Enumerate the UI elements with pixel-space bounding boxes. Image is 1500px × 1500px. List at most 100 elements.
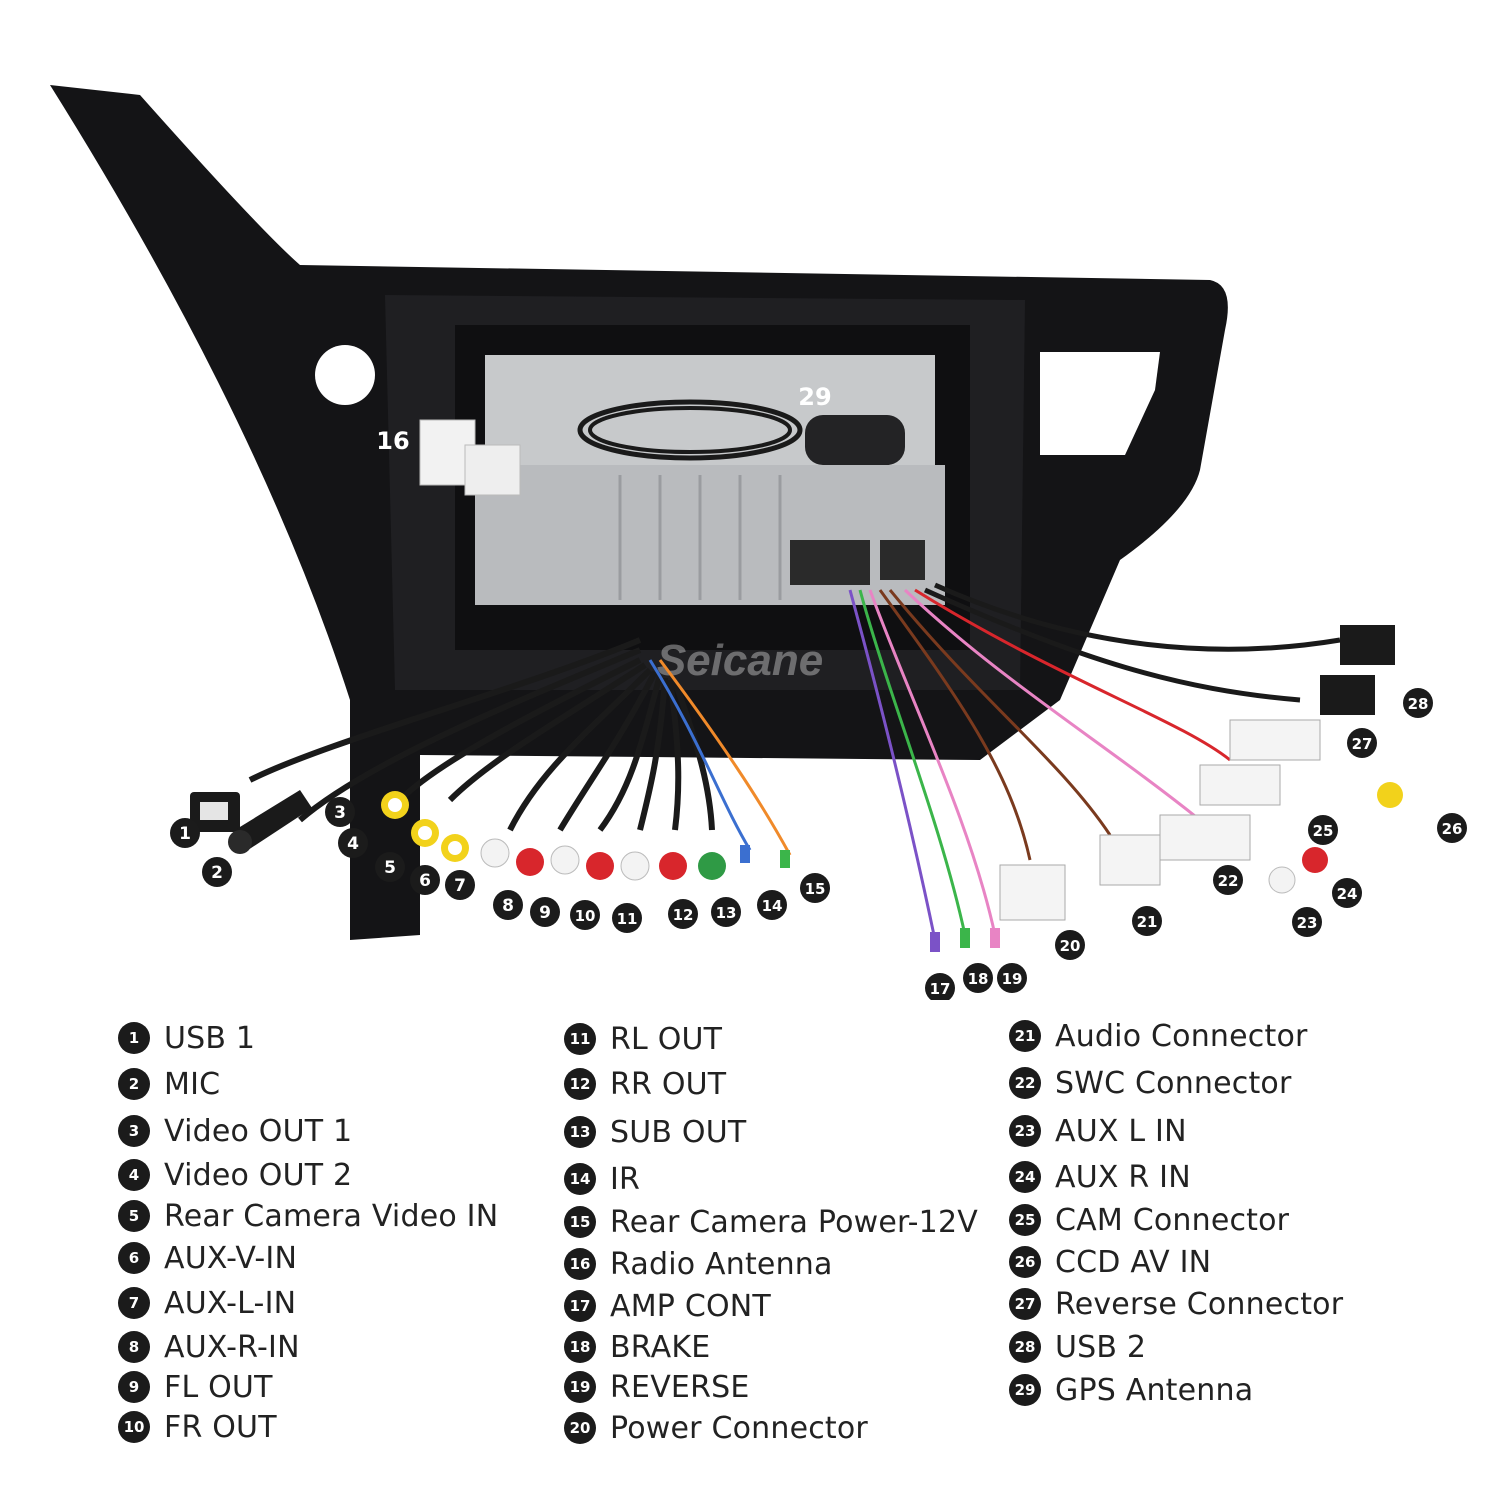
legend-label: Reverse Connector bbox=[1055, 1286, 1344, 1322]
callout-20: 20 bbox=[1055, 930, 1085, 960]
legend-number-badge: 16 bbox=[564, 1248, 596, 1280]
gps-cable-coil bbox=[577, 399, 803, 461]
rca-audio-group bbox=[480, 838, 726, 881]
usb1-port-face bbox=[200, 802, 228, 820]
rca-yellow-group bbox=[381, 791, 469, 862]
frame-round-cutout bbox=[315, 345, 375, 405]
legend-label: RL OUT bbox=[610, 1021, 723, 1057]
legend-label: FL OUT bbox=[164, 1369, 273, 1405]
reverse-connector bbox=[1199, 764, 1281, 806]
legend-label: MIC bbox=[164, 1066, 221, 1102]
legend-label: SWC Connector bbox=[1055, 1065, 1292, 1101]
legend-number-badge: 7 bbox=[118, 1287, 150, 1319]
callout-18: 18 bbox=[963, 963, 993, 993]
callout-label: 26 bbox=[1442, 820, 1463, 838]
legend-label: AUX L IN bbox=[1055, 1113, 1187, 1149]
callout-label: 21 bbox=[1137, 913, 1158, 931]
callout-label: 2 bbox=[211, 863, 223, 883]
callout-22: 22 bbox=[1213, 865, 1243, 895]
legend-label: BRAKE bbox=[610, 1329, 711, 1365]
callout-6: 6 bbox=[410, 865, 440, 895]
legend-label: GPS Antenna bbox=[1055, 1372, 1254, 1408]
legend-label: SUB OUT bbox=[610, 1114, 747, 1150]
callout-label: 28 bbox=[1408, 695, 1429, 713]
reverse-tip bbox=[990, 928, 1000, 948]
legend-label: AUX-R-IN bbox=[164, 1329, 300, 1365]
callout-5: 5 bbox=[375, 852, 405, 882]
callout-17: 17 bbox=[925, 973, 955, 1000]
legend-label: USB 2 bbox=[1055, 1329, 1147, 1365]
legend-label: Rear Camera Power-12V bbox=[610, 1204, 978, 1240]
callout-label: 13 bbox=[716, 904, 737, 922]
legend-label: CCD AV IN bbox=[1055, 1244, 1212, 1280]
aux-rca-right bbox=[1268, 782, 1403, 894]
legend-number-badge: 2 bbox=[118, 1068, 150, 1100]
cam-connector bbox=[1229, 719, 1321, 761]
legend-label: CAM Connector bbox=[1055, 1202, 1290, 1238]
callout-label: 12 bbox=[673, 906, 694, 924]
legend-number-badge: 4 bbox=[118, 1159, 150, 1191]
legend-number-badge: 27 bbox=[1009, 1288, 1041, 1320]
legend-label: RR OUT bbox=[610, 1066, 727, 1102]
legend-number-badge: 19 bbox=[564, 1371, 596, 1403]
legend-item: 2 MIC bbox=[118, 1064, 220, 1104]
callout-label: 16 bbox=[376, 427, 409, 455]
callout-label: 14 bbox=[762, 897, 783, 915]
legend-number-badge: 6 bbox=[118, 1242, 150, 1274]
legend-number-badge: 15 bbox=[564, 1206, 596, 1238]
colored-wire-bundle bbox=[848, 582, 1341, 941]
callout-19: 19 bbox=[997, 963, 1027, 993]
callout-label: 8 bbox=[502, 896, 514, 916]
legend-label: AMP CONT bbox=[610, 1288, 771, 1324]
brake-tip bbox=[960, 928, 970, 948]
callout-label: 10 bbox=[575, 907, 596, 925]
legend-number-badge: 14 bbox=[564, 1163, 596, 1195]
audio-connector bbox=[1099, 834, 1161, 886]
callout-label: 19 bbox=[1002, 970, 1023, 988]
callout-label: 25 bbox=[1313, 822, 1334, 840]
legend-label: Video OUT 1 bbox=[164, 1113, 353, 1149]
callout-13: 13 bbox=[711, 897, 741, 927]
callout-15: 15 bbox=[800, 873, 830, 903]
callout-29: 29 bbox=[798, 383, 831, 411]
callout-label: 23 bbox=[1297, 914, 1318, 932]
camera-power-tip bbox=[780, 850, 790, 868]
legend-label: Audio Connector bbox=[1055, 1018, 1308, 1054]
legend-number-badge: 13 bbox=[564, 1116, 596, 1148]
callout-label: 18 bbox=[968, 970, 989, 988]
chassis-ribs bbox=[618, 475, 782, 600]
legend-label: AUX-V-IN bbox=[164, 1240, 298, 1276]
mic-jack-tip bbox=[228, 830, 252, 854]
legend-number-badge: 20 bbox=[564, 1412, 596, 1444]
legend-number-badge: 11 bbox=[564, 1023, 596, 1055]
callout-label: 3 bbox=[334, 803, 346, 823]
legend-label: Radio Antenna bbox=[610, 1246, 833, 1282]
stereo-wiring-figure: Seicane bbox=[50, 85, 1467, 1000]
legend-number-badge: 22 bbox=[1009, 1067, 1041, 1099]
callout-label: 7 bbox=[454, 876, 466, 896]
legend-number-badge: 12 bbox=[564, 1068, 596, 1100]
legend-number-badge: 1 bbox=[118, 1022, 150, 1054]
callout-2: 2 bbox=[202, 857, 232, 887]
ir-wire bbox=[648, 659, 752, 851]
legend-item: 17 AMP CONT bbox=[564, 1286, 771, 1326]
gps-cable-coil-inner bbox=[588, 406, 792, 454]
callout-8: 8 bbox=[493, 890, 523, 920]
callout-11: 11 bbox=[612, 903, 642, 933]
callout-24: 24 bbox=[1332, 878, 1362, 908]
frame-right-cutout bbox=[1040, 352, 1160, 455]
legend-number-badge: 29 bbox=[1009, 1374, 1041, 1406]
legend-item: 13 SUB OUT bbox=[564, 1112, 746, 1152]
legend-number-badge: 17 bbox=[564, 1290, 596, 1322]
legend-number-badge: 3 bbox=[118, 1115, 150, 1147]
legend-number-badge: 5 bbox=[118, 1200, 150, 1232]
callout-27: 27 bbox=[1347, 728, 1377, 758]
